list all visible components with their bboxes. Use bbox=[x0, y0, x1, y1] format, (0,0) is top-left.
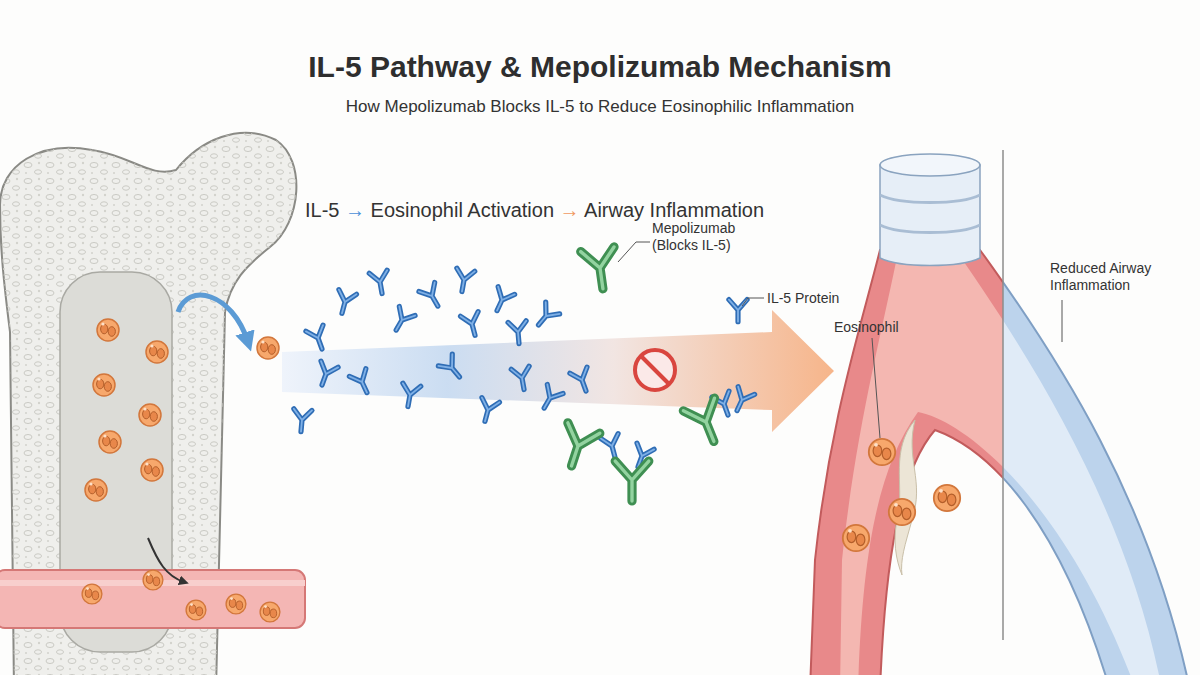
flow-text-run: Airway Inflammation bbox=[580, 199, 765, 221]
pathway-flow-text: IL-5 → Eosinophil Activation → Airway In… bbox=[305, 198, 764, 222]
flow-text-run: Eosinophil Activation bbox=[365, 199, 560, 221]
flow-arrow-glyph: → bbox=[560, 199, 580, 221]
leader-lines bbox=[618, 242, 1062, 438]
block-symbol bbox=[635, 350, 675, 390]
blood-vessel bbox=[0, 538, 305, 628]
released-eosinophil bbox=[257, 337, 279, 359]
airway-illustration bbox=[810, 150, 1190, 675]
outcome-label: Reduced Airway Inflammation bbox=[1050, 260, 1170, 294]
healthy-airway bbox=[1003, 250, 1190, 675]
flow-band-arrow bbox=[282, 310, 834, 432]
trachea bbox=[880, 154, 980, 266]
diagram-subtitle: How Mepolizumab Blocks IL-5 to Reduce Eo… bbox=[0, 97, 1200, 117]
cell-label: Eosinophil bbox=[834, 319, 899, 336]
flow-arrow-glyph: → bbox=[345, 199, 365, 221]
inflamed-airway bbox=[810, 250, 1003, 675]
diagram-title: IL-5 Pathway & Mepolizumab Mechanism bbox=[0, 49, 1200, 85]
drug-label: Mepolizumab (Blocks IL-5) bbox=[652, 220, 752, 254]
divider-line bbox=[1002, 150, 1004, 640]
protein-label: IL-5 Protein bbox=[767, 290, 839, 307]
il5-proteins bbox=[292, 268, 755, 470]
marrow-eosinophils bbox=[85, 319, 168, 501]
mepolizumab-antibodies bbox=[556, 247, 730, 501]
release-arrow bbox=[178, 295, 248, 342]
flow-text-run: IL-5 bbox=[305, 199, 345, 221]
